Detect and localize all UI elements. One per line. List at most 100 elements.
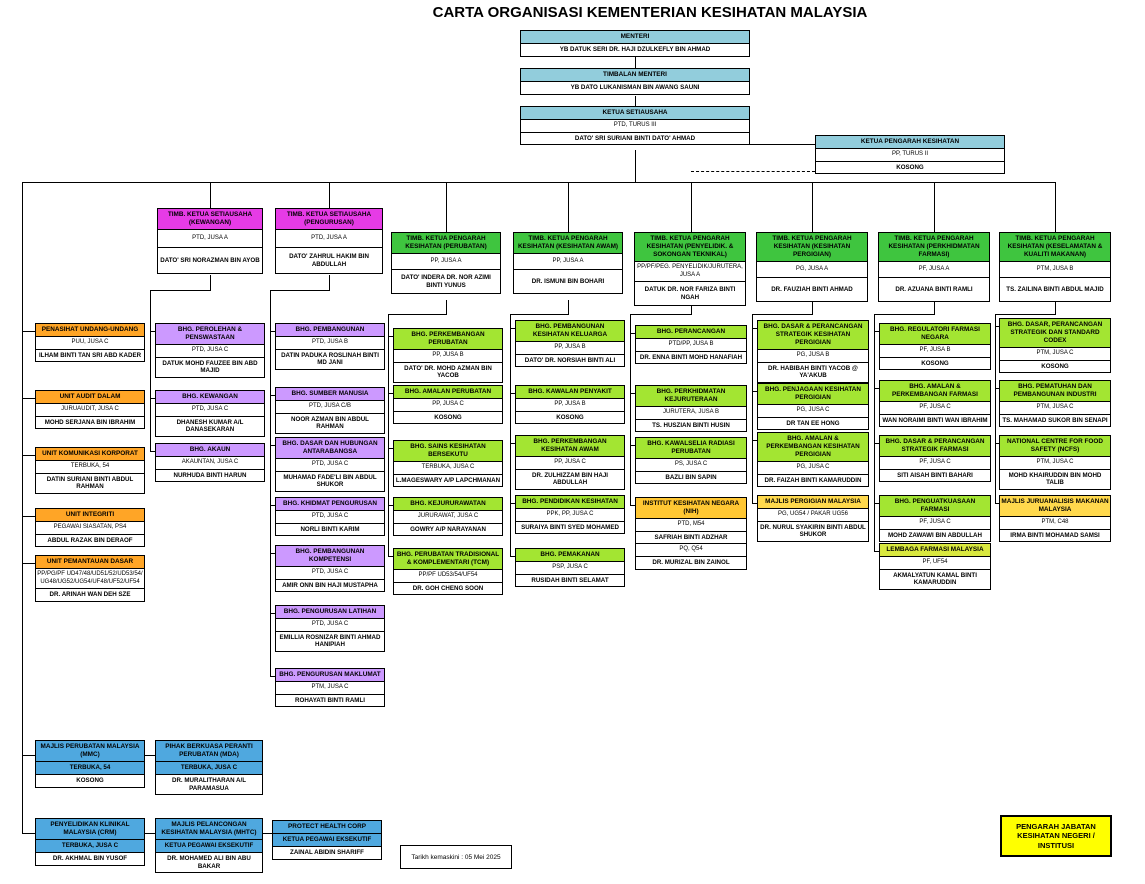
connector-line (1055, 300, 1056, 314)
majlis-juruanalisis-makanan-malaysia-row-0: PTM, C48 (1000, 516, 1110, 529)
connector-line (812, 183, 813, 232)
tkpk-kesihatan-pergigian: TIMB. KETUA PENGARAH KESIHATAN (KESIHATA… (756, 232, 868, 302)
bhg-dasar-perancangan-strategik-standard-codex-row-0: PTM, JUSA C (1000, 347, 1110, 360)
bhg-regulatori-farmasi-negara-title: BHG. REGULATORI FARMASI NEGARA (880, 324, 990, 344)
tksu-kewangan: TIMB. KETUA SETIAUSAHA (KEWANGAN)PTD, JU… (157, 208, 263, 274)
majlis-pergigian-malaysia-row-1: DR. NURUL SYAKIRIN BINTI ABDUL SHUKOR (758, 520, 868, 542)
connector-line (752, 314, 753, 504)
connector-line (210, 183, 211, 208)
bhg-penguatkuasaan-farmasi-row-1: MOHD ZAWAWI BIN ABDULLAH (880, 528, 990, 542)
bhg-dasar-perancangan-strategik-kesihatan-pergigian-title: BHG. DASAR & PERANCANGAN STRATEGIK KESIH… (758, 321, 868, 349)
unit-integriti-title: UNIT INTEGRITI (36, 509, 144, 521)
protect-health-corp-row-1: ZAINAL ABIDIN SHARIFF (273, 845, 381, 859)
bhg-penguatkuasaan-farmasi-title: BHG. PENGUATKUASAAN FARMASI (880, 496, 990, 516)
bhg-kawalan-penyakit-row-0: PP, JUSA B (516, 398, 624, 411)
bhg-penjagaan-kesihatan-pergigian-row-1: DR TAN EE HONG (758, 416, 868, 430)
bhg-dasar-dan-hubungan-antarabangsa-row-0: PTD, JUSA C (276, 458, 384, 471)
connector-line (150, 290, 151, 452)
connector-line (874, 503, 879, 504)
connector-line (210, 275, 211, 290)
bhg-perubatan-tradisional-komplementari-title: BHG. PERUBATAN TRADISIONAL & KOMPLEMENTA… (394, 549, 502, 569)
ketua-setiausaha-row-0: PTD, TURUS III (521, 119, 749, 132)
connector-line (22, 182, 1056, 183)
bhg-amalan-perubatan-title: BHG. AMALAN PERUBATAN (394, 386, 502, 398)
bhg-khidmat-pengurusan-title: BHG. KHIDMAT PENGURUSAN (276, 498, 384, 510)
majlis-perubatan-malaysia-mmc-row-1: KOSONG (36, 773, 144, 787)
bhg-regulatori-farmasi-negara-row-1: KOSONG (880, 356, 990, 370)
bhg-amalan-perkembangan-kesihatan-pergigian: BHG. AMALAN & PERKEMBANGAN KESIHATAN PER… (757, 432, 869, 488)
lembaga-farmasi-malaysia-row-1: AKMALYATUN KAMAL BINTI KAMARUDDIN (880, 568, 990, 590)
connector-line (270, 505, 275, 506)
connector-line (510, 328, 515, 329)
unit-komunikasi-korporat-title: UNIT KOMUNIKASI KORPORAT (36, 448, 144, 460)
bhg-sains-kesihatan-bersekutu-title: BHG. SAINS KESIHATAN BERSEKUTU (394, 441, 502, 461)
bhg-perkhidmatan-kejuruteraan-title: BHG. PERKHIDMATAN KEJURUTERAAN (636, 386, 746, 406)
tkpk-kesihatan-pergigian-title: TIMB. KETUA PENGARAH KESIHATAN (KESIHATA… (757, 233, 867, 261)
connector-line (22, 398, 35, 399)
connector-line (270, 445, 275, 446)
connector-line (752, 328, 757, 329)
timbalan-menteri-row-0: YB DATO LUKANISMAN BIN AWANG SAUNI (521, 81, 749, 94)
tksu-pengurusan-row-0: PTD, JUSA A (276, 229, 382, 247)
bhg-perkhidmatan-kejuruteraan-row-1: TS. HUSZIAN BINTI HUSIN (636, 418, 746, 432)
bhg-pemakanan-title: BHG. PEMAKANAN (516, 549, 624, 561)
tksu-pengurusan: TIMB. KETUA SETIAUSAHA (PENGURUSAN)PTD, … (275, 208, 383, 274)
connector-line (635, 57, 636, 68)
connector-line (752, 440, 757, 441)
bhg-perancangan-row-1: DR. ENNA BINTI MOHD HANAFIAH (636, 350, 746, 364)
bhg-pembangunan-kesihatan-keluarga-row-1: DATO' DR. NORSIAH BINTI ALI (516, 353, 624, 367)
connector-line (388, 336, 393, 337)
tkpk-perubatan-row-1: DATO' INDERA DR. NOR AZIMI BINTI YUNUS (392, 269, 500, 293)
connector-line (752, 314, 813, 315)
institut-kesihatan-negara-nih-row-0: PTD, M54 (636, 518, 746, 531)
connector-line (510, 393, 515, 394)
bhg-pengurusan-maklumat-title: BHG. PENGURUSAN MAKLUMAT (276, 669, 384, 681)
connector-line (995, 388, 1000, 389)
unit-pemantauan-dasar-row-0: PP/PG/PF UD47/48/UD51/52/UD53/54/ UG48/U… (36, 568, 144, 588)
bhg-dasar-perancangan-strategik-kesihatan-pergigian-row-1: DR. HABIBAH BINTI YACOB @ YA'AKUB (758, 361, 868, 383)
bhg-pendidikan-kesihatan-row-0: PPK, PP, JUSA C (516, 508, 624, 521)
bhg-pendidikan-kesihatan-title: BHG. PENDIDIKAN KESIHATAN (516, 496, 624, 508)
connector-line (635, 150, 636, 182)
bhg-pengurusan-maklumat-row-1: ROHAYATI BINTI RAMLI (276, 693, 384, 707)
bhg-dasar-perancangan-strategik-farmasi-row-1: SITI AISAH BINTI BAHARI (880, 468, 990, 482)
connector-line (22, 331, 35, 332)
penyelidikan-klinikal-malaysia-crm-row-1: DR. AKHMAL BIN YUSOF (36, 851, 144, 865)
tkpk-kesihatan-awam: TIMB. KETUA PENGARAH KESIHATAN (KESIHATA… (513, 232, 623, 294)
bhg-perkembangan-kesihatan-awam-row-1: DR. ZULHIZZAM BIN HAJI ABDULLAH (516, 468, 624, 490)
pihak-berkuasa-peranti-perubatan-mda-row-1: DR. MURALITHARAN A/L PARAMASUA (156, 773, 262, 795)
bhg-penjagaan-kesihatan-pergigian-title: BHG. PENJAGAAN KESIHATAN PERGIGIAN (758, 384, 868, 404)
connector-line (874, 388, 879, 389)
connector-line (630, 314, 631, 506)
connector-line (388, 505, 393, 506)
unit-audit-dalam-title: UNIT AUDIT DALAM (36, 391, 144, 403)
bhg-kewangan-row-0: PTD, JUSA C (156, 403, 264, 416)
bhg-penjagaan-kesihatan-pergigian-row-0: PG, JUSA C (758, 404, 868, 417)
bhg-dasar-perancangan-strategik-farmasi: BHG. DASAR & PERANCANGAN STRATEGIK FARMA… (879, 435, 991, 483)
bhg-pematuhan-pembangunan-industri-row-1: TS. MAHAMAD SUKOR BIN SENAPI (1000, 413, 1110, 427)
majlis-perubatan-malaysia-mmc-row-0: TERBUKA, 54 (36, 761, 144, 774)
connector-line (995, 314, 1056, 315)
connector-line (691, 300, 692, 314)
tkpk-perkhidmatan-farmasi-row-0: PF, JUSA A (879, 261, 989, 277)
update-date-box: Tarikh kemaskini : 05 Mei 2025 (400, 845, 512, 869)
connector-line (874, 331, 879, 332)
bhg-amalan-perubatan-row-1: KOSONG (394, 410, 502, 424)
connector-line (22, 455, 35, 456)
tksu-pengurusan-row-1: DATO' ZAHRUL HAKIM BIN ABDULLAH (276, 247, 382, 273)
majlis-juruanalisis-makanan-malaysia-row-1: IRMA BINTI MOHAMAD SAMSI (1000, 528, 1110, 542)
tkpk-keselamatan-kualiti-makanan-row-1: TS. ZAILINA BINTI ABDUL MAJID (1000, 277, 1110, 301)
bhg-pembangunan-title: BHG. PEMBANGUNAN (276, 324, 384, 336)
bhg-perolehan-penswastaan-row-1: DATUK MOHD FAUZEE BIN ABD MAJID (156, 356, 264, 378)
timbalan-menteri-title: TIMBALAN MENTERI (521, 69, 749, 81)
